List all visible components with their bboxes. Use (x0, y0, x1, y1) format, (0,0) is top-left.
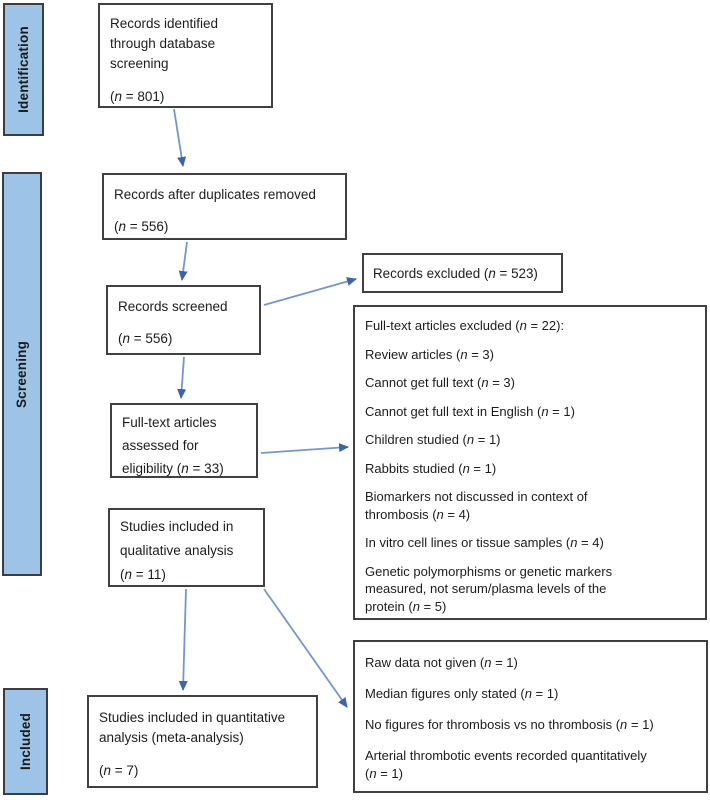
excluded-reason: Rabbits studied (n = 1) (365, 460, 497, 476)
box-quantitative-analysis: Studies included in quantitative analysi… (87, 695, 318, 788)
arrow-qualitative-to-quantitative (178, 588, 188, 691)
stage-label-text: Included (18, 712, 34, 771)
excluded-reason: Review articles (n = 3) (365, 346, 494, 362)
box-qualitative-analysis: Studies included in qualitative analysis… (108, 508, 265, 587)
excluded-reason: Full-text articles excluded (n = 22): (365, 318, 565, 333)
excluded-reason: In vitro cell lines or tissue samples (n… (365, 535, 604, 550)
arrow-qualitative-to-quant-excluded (263, 588, 348, 708)
arrow-duplicates-to-screened (178, 241, 188, 281)
excluded-reason: Biomarkers not discussed in context of t… (365, 489, 588, 522)
box-text: Records excluded (n = 523) (373, 266, 538, 281)
arrow-screened-to-records-excluded (263, 277, 357, 306)
arrow-screened-to-assessed (177, 356, 187, 399)
box-fulltext-assessed: Full-text articles assessed for eligibil… (110, 403, 258, 478)
box-count: (n = 801) (110, 89, 165, 104)
box-text: Records after duplicates removed (114, 187, 316, 202)
stage-label-included: Included (3, 688, 48, 795)
box-text: Studies included in quantitative analysi… (99, 710, 286, 745)
excluded-reason: Genetic polymorphisms or genetic markers… (365, 563, 613, 614)
arrow-assessed-to-fulltext-excluded (260, 443, 349, 454)
box-count: (n = 556) (118, 331, 173, 346)
box-text: Records screened (118, 299, 228, 314)
box-records-identified: Records identified through database scre… (98, 3, 273, 108)
excluded-reason: Arterial thrombotic events recorded quan… (365, 748, 647, 781)
box-records-excluded: Records excluded (n = 523) (362, 253, 563, 293)
excluded-reason: No figures for thrombosis vs no thrombos… (365, 717, 654, 732)
box-count: (n = 7) (99, 763, 139, 778)
box-quantitative-excluded: Raw data not given (n = 1) Median figure… (353, 640, 708, 793)
box-text: Studies included in qualitative analysis… (120, 519, 234, 582)
stage-label-text: Identification (16, 26, 31, 113)
excluded-reason: Cannot get full text in English (n = 1) (365, 403, 575, 419)
arrow-identified-to-duplicates (173, 108, 187, 167)
excluded-reason: Median figures only stated (n = 1) (365, 686, 559, 701)
box-records-screened: Records screened (n = 556) (106, 285, 261, 355)
box-fulltext-excluded: Full-text articles excluded (n = 22): Re… (353, 305, 707, 620)
box-duplicates-removed: Records after duplicates removed (n = 55… (102, 173, 347, 240)
box-text: Records identified through database scre… (110, 16, 219, 71)
stage-label-text: Screening (14, 340, 30, 408)
excluded-reason: Raw data not given (n = 1) (365, 655, 518, 670)
excluded-reason: Cannot get full text (n = 3) (365, 375, 515, 390)
excluded-reason: Children studied (n = 1) (365, 432, 501, 447)
stage-label-identification: Identification (3, 3, 44, 136)
box-count: (n = 556) (114, 219, 169, 234)
box-text: Full-text articles assessed for eligibil… (122, 415, 224, 476)
stage-label-screening: Screening (2, 172, 42, 576)
